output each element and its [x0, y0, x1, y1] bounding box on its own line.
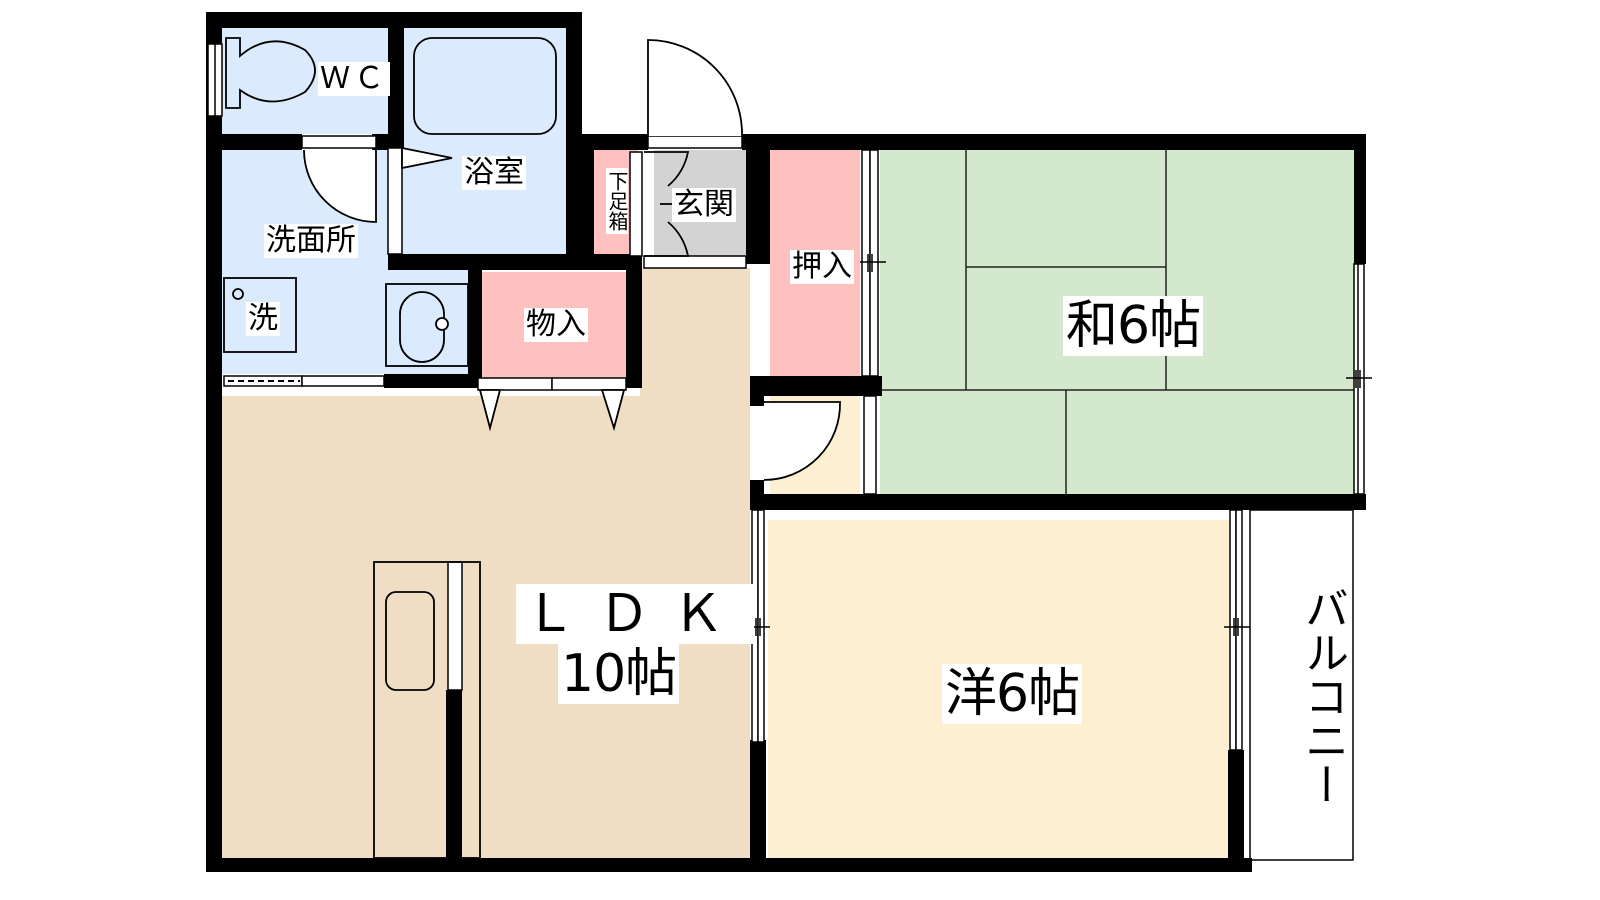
small-closet-door-icon: [763, 401, 841, 481]
label-storage: 物入: [524, 307, 588, 342]
balcony-floor: [1249, 509, 1354, 861]
kitchen-sink-icon: [385, 591, 435, 691]
label-ldk-size: 10帖: [558, 644, 680, 704]
walls: [206, 12, 1366, 872]
fixtures: [223, 37, 557, 859]
bathtub-icon: [413, 37, 557, 135]
washroom-door-icon: [303, 149, 377, 223]
openings: [207, 43, 1365, 751]
toilet-icon: [225, 37, 316, 109]
label-closet: 押入: [790, 249, 854, 284]
wash-basin-icon: [385, 283, 469, 367]
label-balcony: バルコニー: [1297, 586, 1348, 806]
label-entrance: 玄関: [672, 187, 736, 222]
label-wc: ＷＣ: [318, 61, 390, 96]
label-japanese-room: 和6帖: [1063, 296, 1204, 356]
doors: [303, 39, 841, 481]
kitchen-counter-icon: [373, 561, 481, 859]
ldk-floor-upper: [640, 268, 750, 398]
entrance-door-icon: [647, 39, 743, 137]
label-washer: 洗: [246, 301, 280, 336]
label-ldk: ＬＤＫ: [516, 584, 755, 644]
label-shoe-cabinet: 下足箱: [605, 168, 629, 234]
washer-icon: [223, 277, 297, 353]
label-western-room: 洋6帖: [942, 664, 1083, 724]
label-bathroom: 浴室: [462, 155, 526, 190]
label-washroom: 洗面所: [264, 223, 358, 258]
